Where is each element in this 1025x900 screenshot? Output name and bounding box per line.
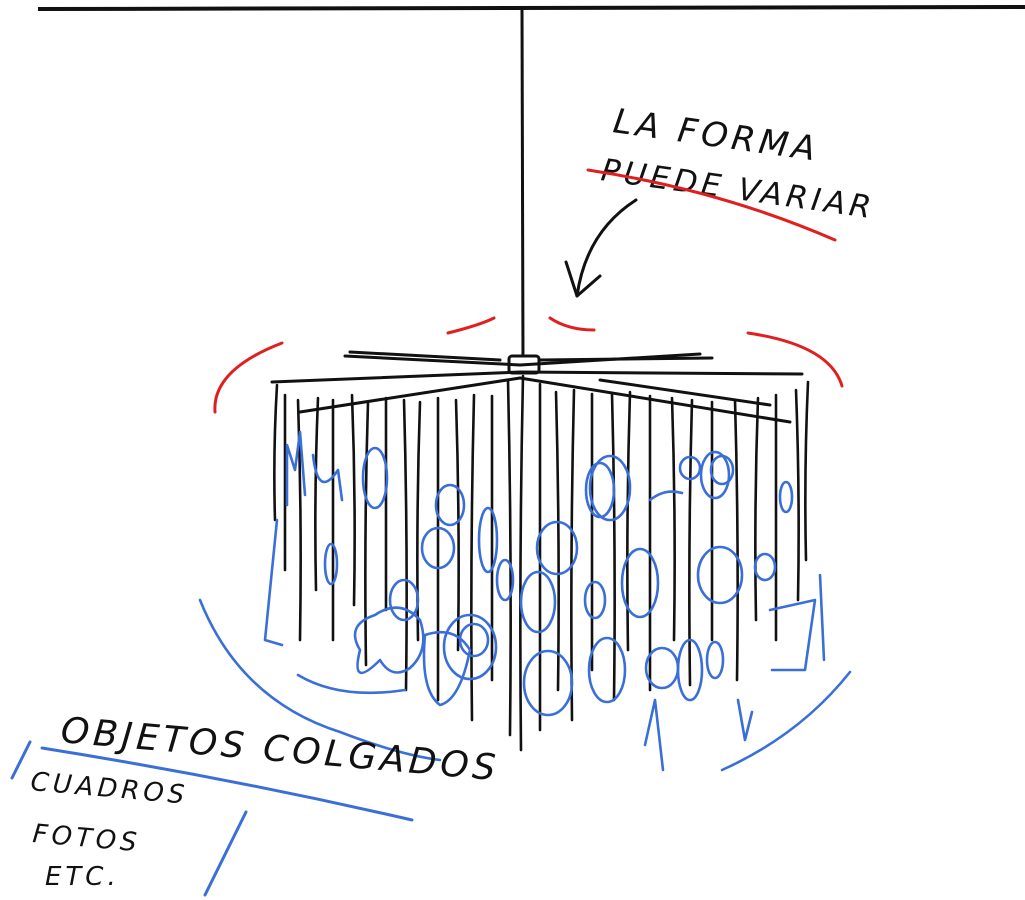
hanging-strand <box>456 400 459 650</box>
objects-note-item-2: FOTOS <box>31 819 141 858</box>
shape-note: LA FORMA PUEDE VARIAR <box>599 101 877 226</box>
hanging-strand <box>365 402 368 665</box>
hanging-object-shape <box>460 624 488 656</box>
hanging-strand <box>796 390 799 600</box>
objects-note-item-3: ETC. <box>45 862 120 892</box>
hanging-strand <box>672 398 675 640</box>
hanging-object-shape <box>780 482 792 512</box>
hanging-object-shape <box>755 554 775 580</box>
hanging-strand <box>755 398 758 620</box>
hanging-object-shape <box>479 508 497 572</box>
hanging-strand <box>556 392 559 690</box>
objects-note-item-1: CUADROS <box>29 767 189 811</box>
hanging-object-shape <box>698 547 742 603</box>
hanging-strand <box>352 395 355 605</box>
ceiling-line <box>38 7 1025 9</box>
hanging-object-shape <box>424 632 470 705</box>
hanging-object-shape <box>524 651 572 715</box>
hanging-object-shape <box>585 582 605 618</box>
hanging-object-shape <box>325 544 337 584</box>
hanging-object-shape <box>707 642 723 678</box>
hanging-object-shape <box>589 638 625 702</box>
hanging-object-shape <box>436 485 464 525</box>
arrow-icon <box>566 200 636 296</box>
hanging-strand <box>571 390 574 720</box>
hanging-strand <box>735 400 738 680</box>
hanging-strand <box>315 398 318 590</box>
hanging-strand <box>471 395 474 720</box>
objects-note: OBJETOS COLGADOS CUADROS FOTOS ETC. <box>29 710 501 892</box>
shape-note-line2: PUEDE VARIAR <box>599 152 877 226</box>
hanging-strand <box>274 385 277 520</box>
hanging-strand <box>805 382 808 560</box>
hanging-strand <box>689 400 692 685</box>
hanging-strand <box>508 380 511 735</box>
hanging-cable <box>522 9 523 362</box>
hanging-strand <box>612 394 615 700</box>
hanging-strand <box>404 400 407 690</box>
hanging-strand <box>520 376 523 750</box>
hanging-object-shape <box>521 572 555 632</box>
